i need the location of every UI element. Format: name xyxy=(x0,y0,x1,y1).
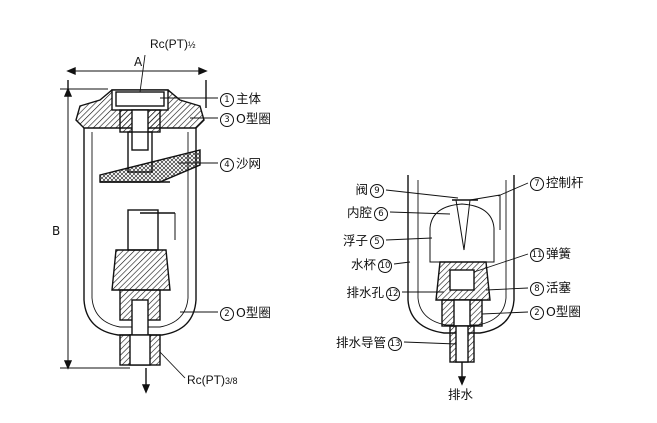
right-drain-view xyxy=(385,175,529,386)
callout-number: 2 xyxy=(530,305,544,320)
callout-text: 沙网 xyxy=(236,156,262,171)
callout-text: O型圈 xyxy=(546,304,581,319)
dimension-a-label: A xyxy=(134,55,143,69)
callout-text: 排水导管 xyxy=(335,335,386,350)
sand-screen xyxy=(99,149,201,183)
piston-assembly xyxy=(435,261,491,363)
float xyxy=(429,203,495,263)
filter-body xyxy=(75,89,205,173)
callout-text: 水杯 xyxy=(350,257,376,272)
callout-text: 内腔 xyxy=(346,205,372,220)
bottom-port-fraction: 3/8 xyxy=(225,376,238,386)
top-port-label: Rc(PT)½ xyxy=(150,37,196,51)
callout-number: 7 xyxy=(530,176,544,191)
callout-text: O型圈 xyxy=(236,111,271,126)
drain-arrow-left xyxy=(141,368,151,394)
left-filter-view xyxy=(60,54,218,394)
bottom-port-label: Rc(PT)3/8 xyxy=(187,373,238,387)
dimension-b-line xyxy=(60,87,130,370)
callout-number: 5 xyxy=(370,234,384,249)
callout-text: 控制杆 xyxy=(546,175,584,190)
top-port-main: Rc(PT) xyxy=(150,37,188,51)
drain-label: 排水 xyxy=(448,387,474,402)
callout-number: 2 xyxy=(220,306,234,321)
callout-number: 4 xyxy=(220,157,234,172)
callout-number: 12 xyxy=(386,286,400,301)
valve-stem xyxy=(452,194,501,251)
callout-text: 弹簧 xyxy=(546,246,572,261)
callout-text: 排水孔 xyxy=(346,285,384,300)
dimension-b-label: B xyxy=(52,224,61,238)
drain-assembly xyxy=(111,209,176,366)
callout-number: 11 xyxy=(530,247,544,262)
callout-text: O型圈 xyxy=(236,305,271,320)
top-port-fraction: ½ xyxy=(188,40,196,50)
callout-number: 10 xyxy=(378,258,392,273)
callout-number: 3 xyxy=(220,112,234,127)
callout-text: 浮子 xyxy=(342,233,368,248)
callout-number: 1 xyxy=(220,92,234,107)
drain-arrow-right xyxy=(457,362,467,386)
callout-text: 阀 xyxy=(355,182,368,197)
callout-number: 9 xyxy=(370,183,384,198)
callout-number: 8 xyxy=(530,281,544,296)
callout-number: 6 xyxy=(374,206,388,221)
callout-text: 主体 xyxy=(236,91,262,106)
callout-text: 活塞 xyxy=(546,280,572,295)
dimension-a-line xyxy=(66,66,208,108)
callout-number: 13 xyxy=(388,336,402,351)
bottom-port-main: Rc(PT) xyxy=(187,373,225,387)
